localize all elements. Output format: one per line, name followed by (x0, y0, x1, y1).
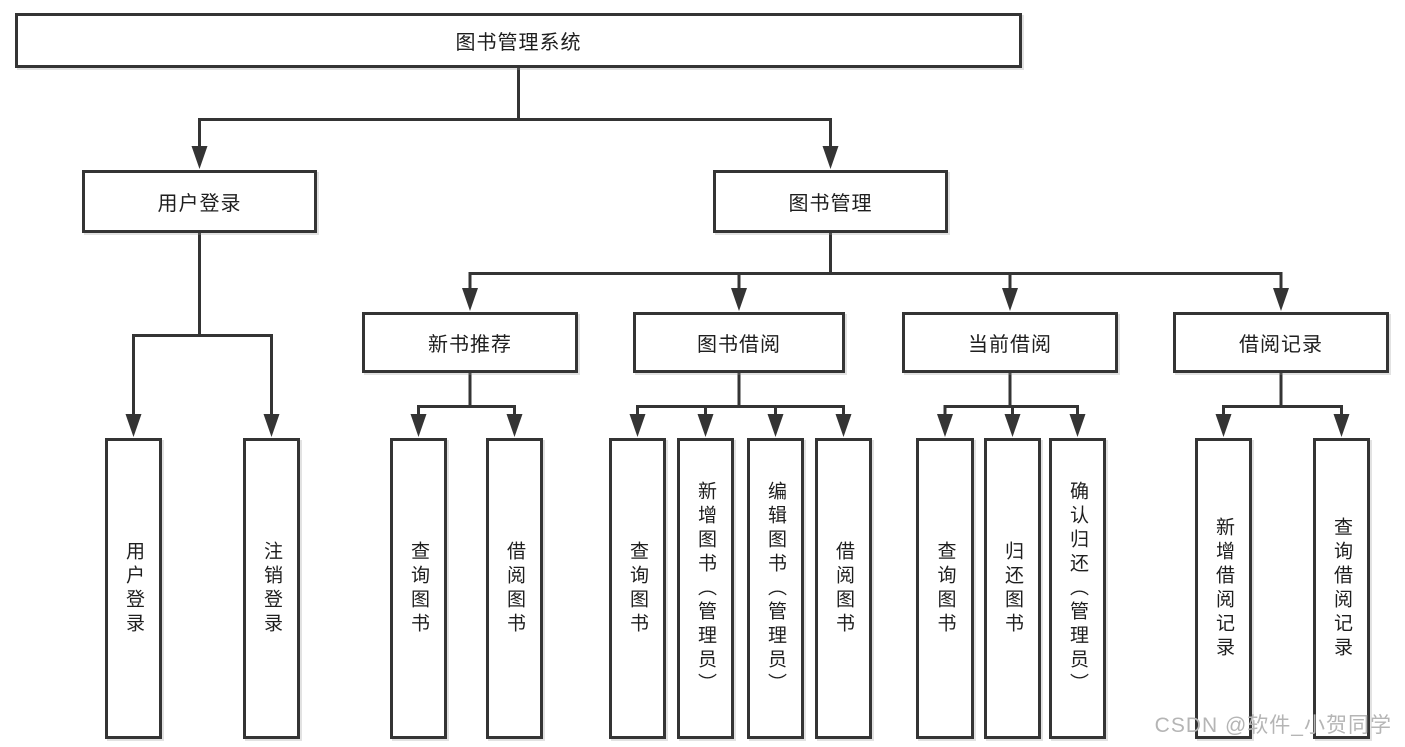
node-book-management: 图书管理 (713, 170, 948, 233)
node-borrowing-records-label: 借阅记录 (1239, 334, 1323, 356)
leaf-edit-book-admin: 编辑图书（管理员） (747, 438, 804, 739)
node-borrowing-records: 借阅记录 (1173, 312, 1389, 373)
leaf-query-borrow-record: 查询借阅记录 (1313, 438, 1370, 739)
leaf-add-borrow-record: 新增借阅记录 (1195, 438, 1252, 739)
node-current-borrowing: 当前借阅 (902, 312, 1118, 373)
node-current-borrowing-label: 当前借阅 (968, 334, 1052, 356)
leaf-return-books: 归还图书 (984, 438, 1041, 739)
node-new-book-recommendation: 新书推荐 (362, 312, 578, 373)
leaf-query-books-current-label: 查询图书 (934, 540, 956, 637)
leaf-confirm-return-admin-label: 确认归还（管理员） (1067, 480, 1088, 697)
leaf-add-borrow-record-label: 新增借阅记录 (1213, 516, 1234, 661)
node-user-login-label: 用户登录 (157, 193, 242, 215)
leaf-user-login-label: 用户登录 (123, 540, 144, 637)
leaf-query-books-borrowing: 查询图书 (609, 438, 666, 739)
watermark: CSDN @软件_小贺同学 (1154, 714, 1392, 737)
leaf-borrow-books-recommend-label: 借阅图书 (504, 540, 525, 637)
leaf-borrow-books-recommend: 借阅图书 (486, 438, 543, 739)
leaf-confirm-return-admin: 确认归还（管理员） (1049, 438, 1106, 739)
node-library-system-label: 图书管理系统 (455, 32, 582, 54)
leaf-user-login: 用户登录 (105, 438, 162, 739)
leaf-query-books-current: 查询图书 (916, 438, 974, 739)
node-library-system: 图书管理系统 (15, 13, 1022, 68)
node-book-borrowing: 图书借阅 (633, 312, 845, 373)
leaf-borrow-books-borrowing-label: 借阅图书 (833, 540, 854, 637)
leaf-query-borrow-record-label: 查询借阅记录 (1331, 516, 1352, 661)
leaf-query-books-recommend: 查询图书 (390, 438, 447, 739)
leaf-logout-label: 注销登录 (261, 540, 282, 637)
node-book-borrowing-label: 图书借阅 (697, 334, 781, 356)
node-book-management-label: 图书管理 (788, 193, 873, 215)
leaf-query-books-borrowing-label: 查询图书 (627, 540, 648, 637)
leaf-add-book-admin: 新增图书（管理员） (677, 438, 734, 739)
leaf-return-books-label: 归还图书 (1002, 540, 1023, 637)
leaf-borrow-books-borrowing: 借阅图书 (815, 438, 872, 739)
leaf-edit-book-admin-label: 编辑图书（管理员） (765, 480, 786, 697)
leaf-query-books-recommend-label: 查询图书 (408, 540, 429, 637)
leaf-logout: 注销登录 (243, 438, 300, 739)
arrowheads (125, 146, 1350, 437)
leaf-add-book-admin-label: 新增图书（管理员） (695, 480, 716, 697)
node-user-login: 用户登录 (82, 170, 317, 233)
node-new-book-recommendation-label: 新书推荐 (428, 334, 512, 356)
